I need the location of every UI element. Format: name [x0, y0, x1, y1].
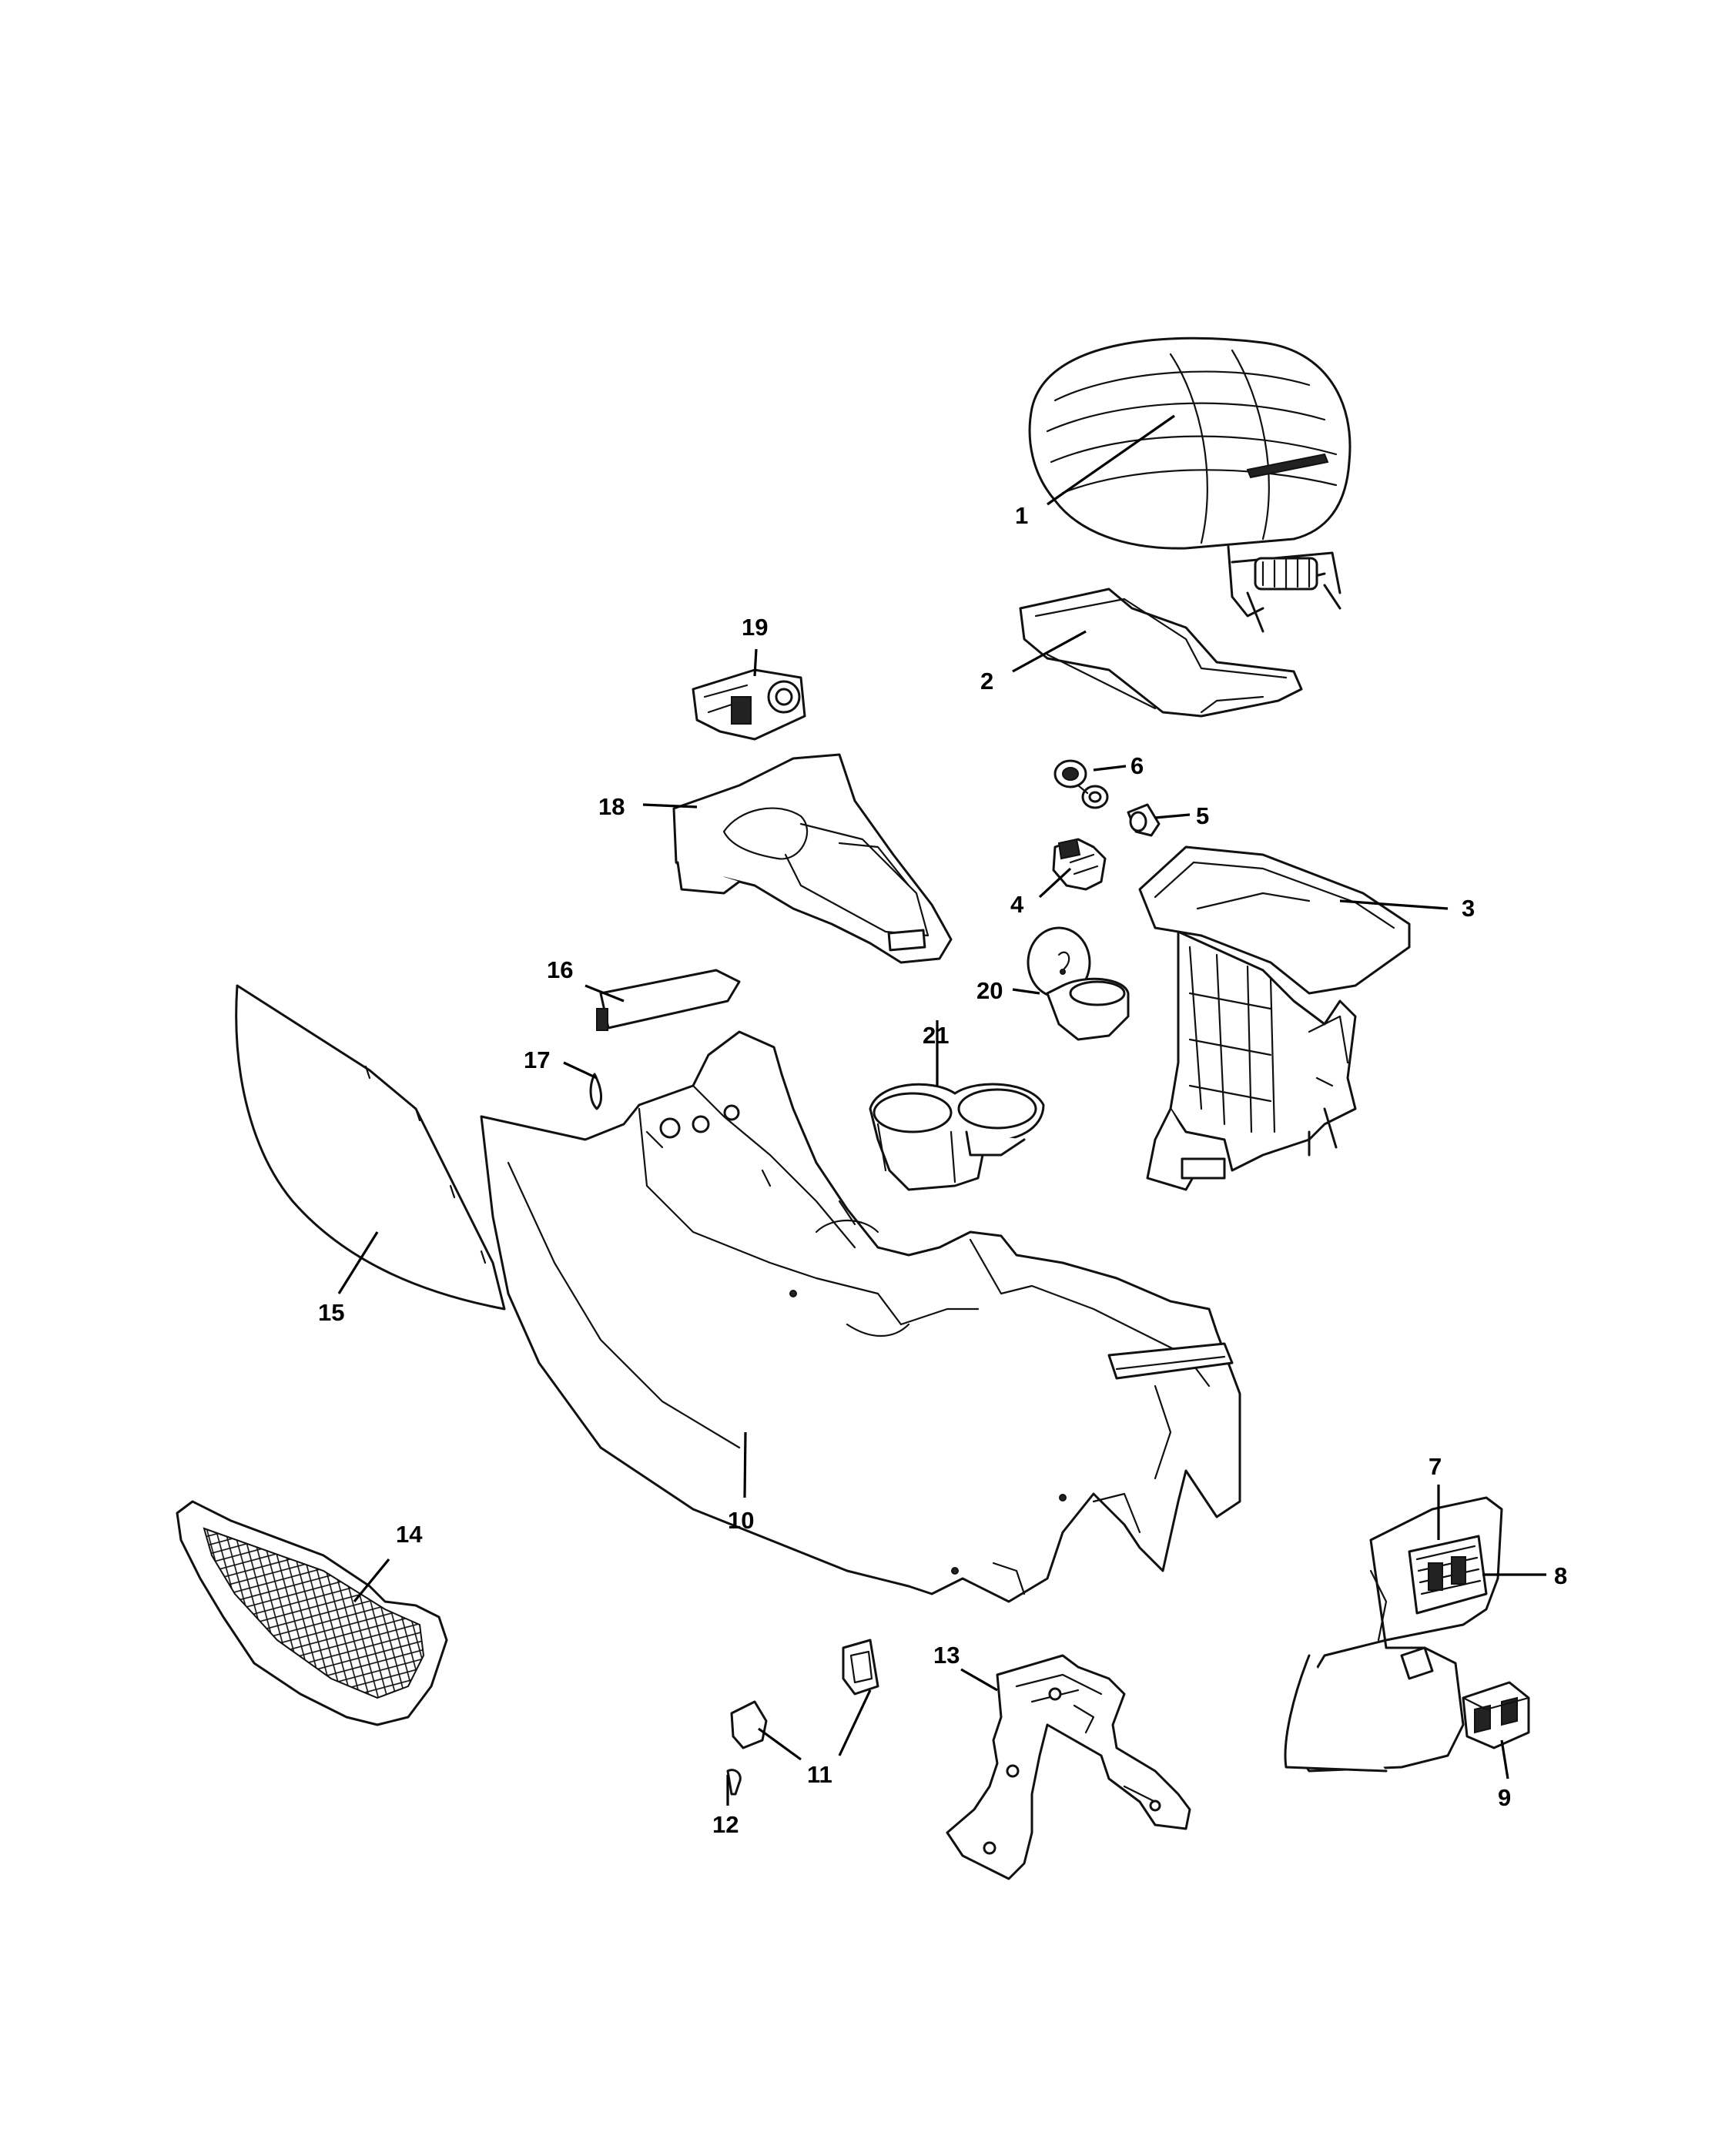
console-body-part [480, 1030, 1241, 1603]
callout-5: 5 [1196, 802, 1209, 829]
leader-5 [1154, 813, 1191, 819]
clip-part [589, 1073, 603, 1110]
socket-part [1053, 759, 1109, 809]
callout-16: 16 [547, 956, 573, 983]
callout-12: 12 [712, 1811, 739, 1838]
callout-19: 19 [742, 614, 768, 641]
callout-4: 4 [1010, 891, 1024, 918]
air-vent-part [1408, 1535, 1488, 1615]
leader-17 [563, 1061, 598, 1080]
callout-14: 14 [396, 1521, 423, 1548]
side-panel-part [235, 984, 506, 1311]
leader-11a [758, 1727, 802, 1761]
callout-labels: 1 2 3 4 5 6 7 8 9 10 11 11 12 13 14 15 1… [318, 502, 1567, 1838]
mesh-grille-part [176, 1500, 448, 1726]
callout-13: 13 [933, 1642, 960, 1669]
plug-part [1127, 803, 1161, 837]
leader-13 [960, 1668, 998, 1692]
callout-11a: 11 [807, 1761, 832, 1788]
usb-module-part [1462, 1681, 1530, 1749]
storage-bin-part [1138, 845, 1411, 1191]
leader-19 [753, 648, 758, 677]
callout-21: 21 [923, 1022, 949, 1049]
callout-7: 7 [1429, 1453, 1442, 1480]
twin-cupholder-part [869, 1083, 1045, 1191]
armrest-lid-part [1028, 336, 1352, 633]
callout-8: 8 [1554, 1562, 1567, 1589]
leader-3 [1339, 899, 1449, 910]
bracket-part [946, 1654, 1191, 1880]
callout-2: 2 [980, 668, 993, 695]
callout-9: 9 [1498, 1784, 1511, 1811]
leader-lines [337, 414, 1546, 1806]
shifter-bezel-part [672, 753, 953, 964]
callout-15: 15 [318, 1299, 344, 1326]
leader-9 [1500, 1739, 1509, 1779]
callout-20: 20 [976, 977, 1003, 1004]
callout-17: 17 [524, 1046, 550, 1073]
leader-18 [642, 803, 698, 808]
leader-1 [1047, 414, 1175, 506]
pin-part [726, 1769, 742, 1796]
callout-3: 3 [1462, 895, 1475, 922]
callout-10: 10 [728, 1507, 754, 1534]
leader-11b [838, 1689, 872, 1756]
switch-part [1052, 838, 1107, 891]
control-panel-part [692, 668, 806, 741]
leader-16 [584, 984, 625, 1003]
cupholder-insert-part [1027, 926, 1130, 1041]
leader-4 [1038, 867, 1072, 899]
leader-2 [1012, 630, 1087, 673]
leader-14 [353, 1558, 390, 1603]
cover-cap-part [730, 1639, 879, 1749]
callout-6: 6 [1130, 752, 1144, 779]
leader-6 [1093, 765, 1127, 772]
callout-1: 1 [1015, 502, 1028, 529]
leader-20 [1012, 988, 1040, 995]
leader-15 [337, 1231, 379, 1294]
trim-strip-part [596, 969, 741, 1031]
bin-tray-part [1019, 588, 1303, 718]
callout-18: 18 [598, 793, 625, 820]
